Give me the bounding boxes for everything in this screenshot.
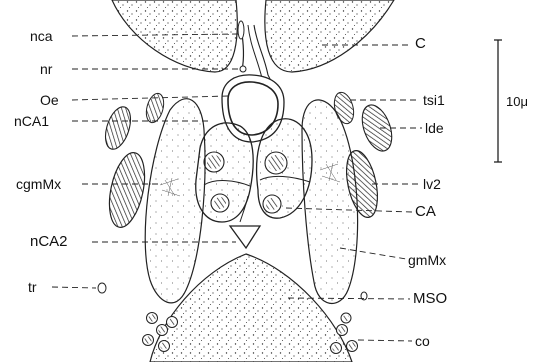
label-ca: CA (415, 205, 436, 219)
label-oe: Oe (40, 93, 59, 107)
cerebral-mass-left (112, 0, 237, 72)
label-cgmmx: cgmMx (16, 177, 61, 191)
label-lv2: lv2 (423, 177, 441, 191)
muscle-nca1-left (101, 104, 136, 153)
label-gmmx: gmMx (408, 253, 446, 267)
label-tsi1: tsi1 (423, 93, 445, 107)
label-lde: lde (425, 121, 444, 135)
muscle-lv2-left (103, 150, 150, 231)
gnathal-muscle-right (302, 100, 358, 304)
label-nca1: nCA1 (14, 114, 49, 128)
trachea-left (98, 283, 106, 293)
label-nca2: nCA2 (30, 235, 68, 249)
nca2-nerve (230, 226, 260, 248)
nerve-nr (240, 66, 246, 72)
label-tr: tr (28, 280, 37, 294)
label-mso: MSO (413, 292, 447, 306)
label-c: C (415, 37, 426, 51)
label-co: co (415, 334, 430, 348)
gnathal-muscle-left (145, 99, 205, 303)
cerebral-mass-right (265, 0, 394, 72)
label-nca: nca (30, 29, 53, 43)
muscle-left-small (143, 91, 166, 124)
label-nr: nr (40, 62, 52, 76)
scale-bar-label: 10μ (506, 94, 528, 109)
